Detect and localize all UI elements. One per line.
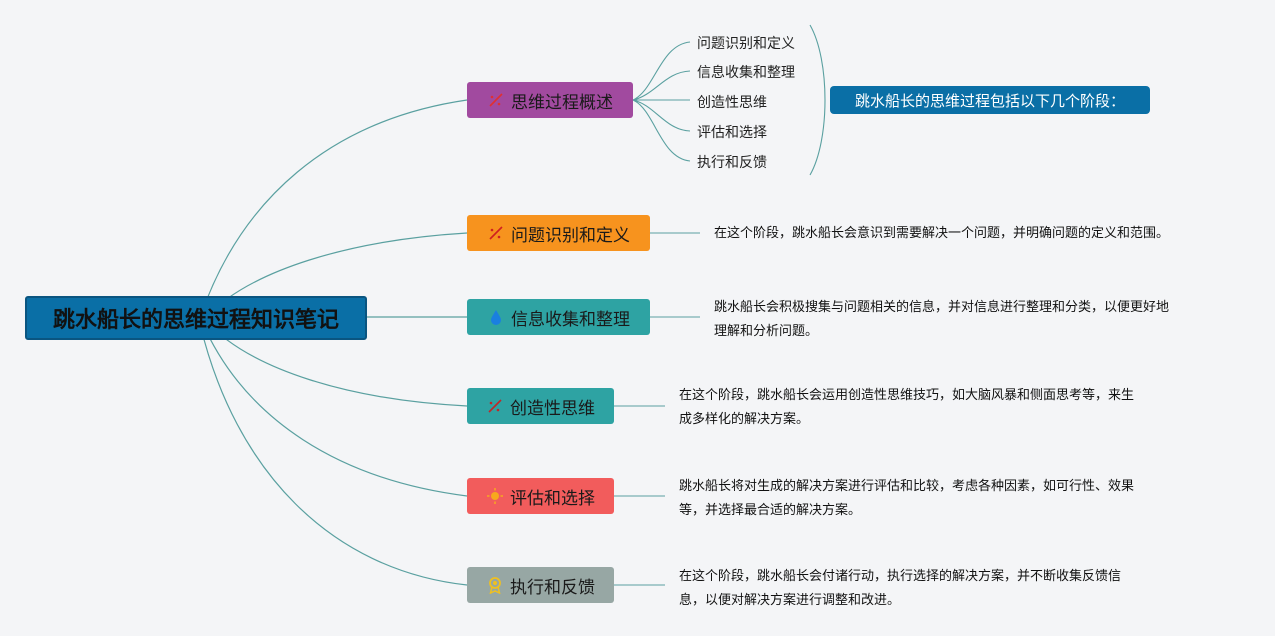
branch-execute-label: 执行和反馈 [510, 577, 595, 598]
connector-root-execute [199, 323, 468, 586]
overview-child-4[interactable]: 评估和选择 [697, 125, 767, 141]
branch-overview[interactable]: 思维过程概述 [467, 82, 633, 118]
branch-creative[interactable]: 创造性思维 [467, 388, 614, 424]
connector-root-evaluate [201, 321, 468, 497]
branch-identify-label: 问题识别和定义 [511, 225, 630, 246]
overview-child-1[interactable]: 问题识别和定义 [697, 36, 795, 52]
identify-description-text: 在这个阶段，跳水船长会意识到需要解决一个问题，并明确问题的定义和范围。 [714, 226, 1170, 241]
collect-description[interactable]: 跳水船长会积极搜集与问题相关的信息，并对信息进行整理和分类，以便更好地 理解和分… [714, 296, 1254, 344]
sparkle-icon [488, 399, 502, 413]
overview-child-5[interactable]: 执行和反馈 [697, 155, 767, 171]
connector-overview-child-1 [632, 41, 691, 101]
branch-overview-label: 思维过程概述 [511, 92, 613, 113]
branch-evaluate[interactable]: 评估和选择 [467, 478, 614, 514]
evaluate-description[interactable]: 跳水船长将对生成的解决方案进行评估和比较，考虑各种因素，如可行性、效果 等，并选… [679, 475, 1219, 523]
root-node[interactable]: 跳水船长的思维过程知识笔记 [25, 296, 367, 340]
branch-execute[interactable]: 执行和反馈 [467, 567, 614, 603]
evaluate-description-line-2: 等，并选择最合适的解决方案。 [679, 503, 862, 518]
summary-bracket [809, 24, 826, 176]
sun-icon [487, 488, 503, 504]
award-icon [489, 577, 501, 594]
execute-description-line-1: 在这个阶段，跳水船长会付诸行动，执行选择的解决方案，并不断收集反馈信 [679, 569, 1122, 584]
connector-overview-child-5 [632, 99, 691, 162]
collect-description-line-1: 跳水船长会积极搜集与问题相关的信息，并对信息进行整理和分类，以便更好地 [714, 300, 1170, 315]
overview-child-2[interactable]: 信息收集和整理 [697, 65, 795, 81]
branch-creative-label: 创造性思维 [510, 398, 595, 419]
sparkle-icon [489, 93, 503, 107]
execute-description[interactable]: 在这个阶段，跳水船长会付诸行动，执行选择的解决方案，并不断收集反馈信 息，以便对… [679, 565, 1219, 613]
water-drop-icon [491, 310, 501, 325]
creative-description[interactable]: 在这个阶段，跳水船长会运用创造性思维技巧，如大脑风暴和侧面思考等，来生 成多样化… [679, 384, 1219, 432]
creative-description-line-2: 成多样化的解决方案。 [679, 412, 810, 427]
branch-collect-label: 信息收集和整理 [511, 309, 630, 330]
overview-child-3[interactable]: 创造性思维 [697, 95, 767, 111]
collect-description-line-2: 理解和分析问题。 [714, 324, 819, 339]
overview-summary-label: 跳水船长的思维过程包括以下几个阶段： [854, 91, 1125, 110]
connector-overview-child-2 [632, 70, 691, 101]
overview-summary[interactable]: 跳水船长的思维过程包括以下几个阶段： [830, 86, 1150, 114]
sparkle-icon [489, 226, 503, 240]
connector-root-overview [199, 99, 468, 319]
branch-collect[interactable]: 信息收集和整理 [467, 299, 650, 335]
branch-identify[interactable]: 问题识别和定义 [467, 215, 650, 251]
root-label: 跳水船长的思维过程知识笔记 [52, 308, 339, 333]
connector-overview-child-4 [632, 99, 691, 132]
execute-description-line-2: 息，以便对解决方案进行调整和改进。 [679, 593, 901, 608]
creative-description-line-1: 在这个阶段，跳水船长会运用创造性思维技巧，如大脑风暴和侧面思考等，来生 [679, 388, 1135, 403]
identify-description[interactable]: 在这个阶段，跳水船长会意识到需要解决一个问题，并明确问题的定义和范围。 [714, 222, 1234, 246]
branch-evaluate-label: 评估和选择 [510, 488, 595, 509]
evaluate-description-line-1: 跳水船长将对生成的解决方案进行评估和比较，考虑各种因素，如可行性、效果 [679, 479, 1135, 494]
